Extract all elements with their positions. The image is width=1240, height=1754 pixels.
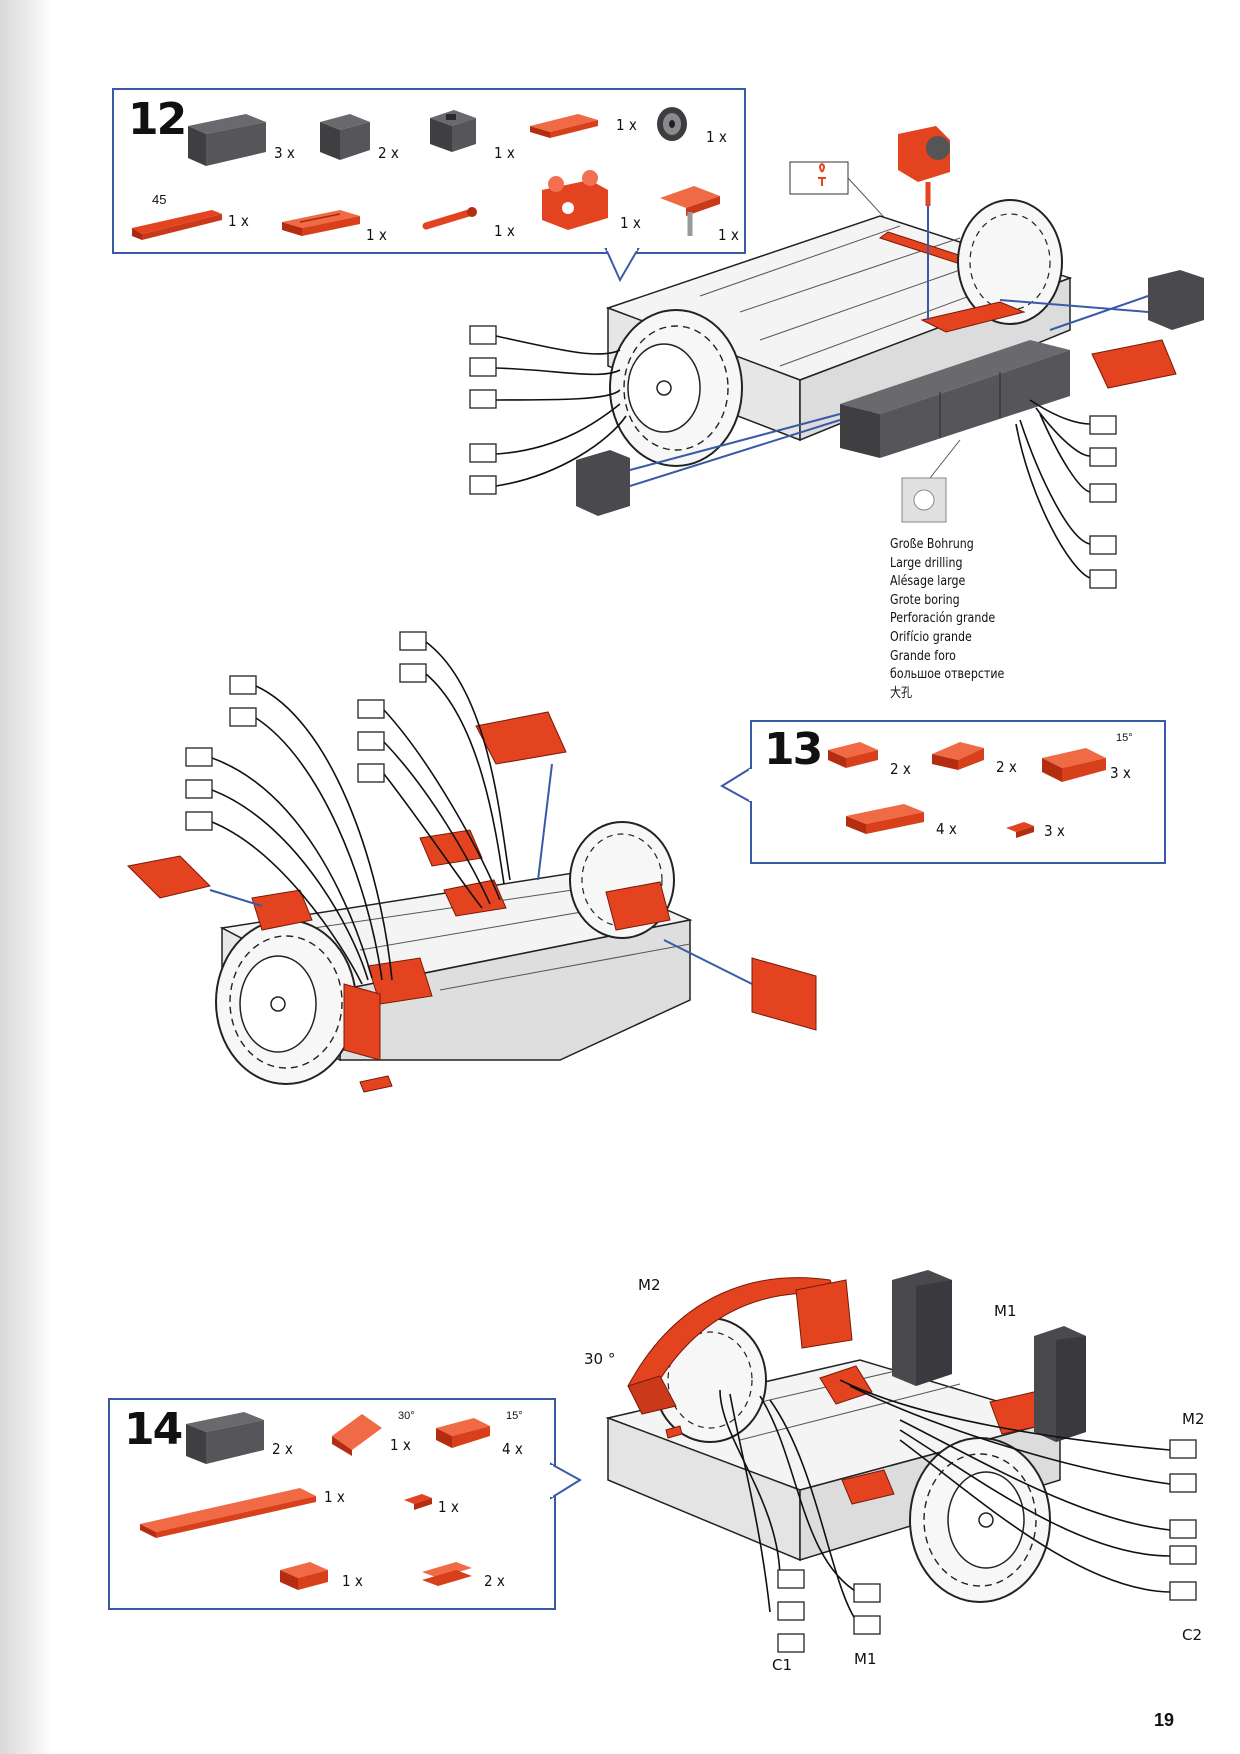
step-14-angle-30: 30°	[398, 1410, 415, 1422]
plug-connectors-left	[469, 325, 497, 495]
red-block-small-icon	[280, 1562, 328, 1590]
dark-block-row	[840, 340, 1070, 458]
rear-tire	[957, 199, 1063, 325]
page-number: 19	[1153, 1710, 1174, 1730]
step-13-number: 13	[764, 724, 823, 775]
large-drilling-legend: Große Bohrung Large drilling Alésage lar…	[890, 536, 1004, 703]
legend-de: Große Bohrung	[890, 537, 974, 552]
red-slope-block-icon	[932, 742, 984, 770]
step-13-qty-3: 3 x	[1110, 764, 1131, 782]
step-14-qty-1: 2 x	[272, 1440, 293, 1458]
book-spine-shadow	[0, 0, 52, 1754]
step-12-qty-2: 2 x	[378, 144, 399, 162]
assembly-arrows	[629, 206, 1149, 487]
step-14-qty-6: 1 x	[342, 1572, 363, 1590]
dark-building-block-15-icon	[320, 114, 370, 160]
label-m2-top: M2	[638, 1276, 661, 1294]
label-m1-bottom: M1	[854, 1650, 877, 1668]
plug-connectors-right	[1089, 415, 1117, 589]
red-long-plate-icon	[846, 804, 924, 834]
front-tire	[609, 309, 743, 467]
dark-building-block-5-icon	[430, 110, 476, 152]
step-13-angle-label: 15°	[1116, 732, 1133, 744]
legend-fr: Alésage large	[890, 574, 966, 590]
step-14-qty-5: 1 x	[438, 1498, 459, 1516]
step-14-qty-4: 1 x	[324, 1488, 345, 1506]
large-drilling-icon	[901, 439, 961, 523]
red-parts-placed	[126, 711, 817, 1093]
label-c2: C2	[1182, 1626, 1203, 1644]
legend-it: Grande foro	[890, 648, 956, 664]
front-tire	[909, 1437, 1051, 1603]
label-m1-top: M1	[994, 1302, 1017, 1320]
step-13-qty-4: 4 x	[936, 820, 957, 838]
step-14-number: 14	[124, 1404, 183, 1455]
front-tire	[215, 919, 357, 1085]
step-14-parts-box	[108, 1398, 556, 1610]
step-12-girder-length: 45	[152, 192, 167, 207]
red-parts-placed	[665, 1365, 1049, 1505]
plug-connectors	[777, 1439, 1197, 1653]
step-12-qty-10: 1 x	[718, 226, 739, 244]
dark-block-towers	[892, 1270, 1086, 1442]
red-rail-adapter-icon	[660, 186, 720, 236]
step-12-qty-7: 1 x	[366, 226, 387, 244]
step-12-qty-5: 1 x	[706, 128, 727, 146]
cables-right	[1015, 399, 1091, 579]
label-c1: C1	[772, 1656, 793, 1674]
dark-building-block-30-icon	[188, 114, 266, 166]
step-13-qty-2: 2 x	[996, 758, 1017, 776]
legend-es: Perforación grande	[890, 611, 996, 627]
wheel-hub-icon	[657, 107, 687, 141]
assembly-arrows	[209, 763, 753, 985]
red-angle-block-15-icon	[436, 1418, 490, 1448]
step-13-qty-1: 2 x	[890, 760, 911, 778]
red-building-plate-icon	[530, 114, 598, 138]
step-12-qty-1: 3 x	[274, 144, 295, 162]
step-13-qty-5: 3 x	[1044, 822, 1065, 840]
step-12-qty-3: 1 x	[494, 144, 515, 162]
step-12-number: 12	[128, 94, 187, 145]
red-angle-girder-icon	[132, 210, 222, 240]
step-12-qty-4: 1 x	[616, 116, 637, 134]
step-14-angle-15: 15°	[506, 1410, 523, 1422]
red-mini-clip-icon	[1006, 822, 1034, 838]
step-14-qty-2: 1 x	[390, 1436, 411, 1454]
step-12-qty-8: 1 x	[494, 222, 515, 240]
cables	[719, 1379, 1171, 1627]
red-angle-block-15-icon	[1042, 748, 1106, 782]
step-14-qty-3: 4 x	[502, 1440, 523, 1458]
red-joint-block-icon	[542, 170, 608, 230]
dark-building-block-30-icon	[186, 1412, 264, 1464]
red-block-small-icon	[828, 742, 878, 768]
cables-left	[495, 335, 627, 487]
legend-pt: Orifício grande	[890, 629, 972, 645]
cables	[211, 641, 511, 985]
red-mini-clip-icon	[404, 1494, 432, 1510]
legend-nl: Grote boring	[890, 592, 960, 608]
step-12-qty-9: 1 x	[620, 214, 641, 232]
legend-ru: большое отверстие	[890, 667, 1005, 683]
step-14-qty-7: 2 x	[484, 1572, 505, 1590]
red-double-clip-icon	[422, 1562, 472, 1586]
legend-zh: 大孔	[890, 685, 913, 701]
legend-en: Large drilling	[890, 555, 963, 571]
red-flat-strip-icon	[140, 1488, 316, 1538]
red-angle-block-30-icon	[332, 1414, 382, 1456]
label-m2-right: M2	[1182, 1410, 1205, 1428]
plug-connectors	[185, 631, 427, 831]
label-angle-30: 30 °	[584, 1350, 616, 1368]
red-flat-plate-30-icon	[282, 210, 360, 236]
step-12-qty-6: 1 x	[228, 212, 249, 230]
red-axle-icon	[422, 207, 477, 230]
